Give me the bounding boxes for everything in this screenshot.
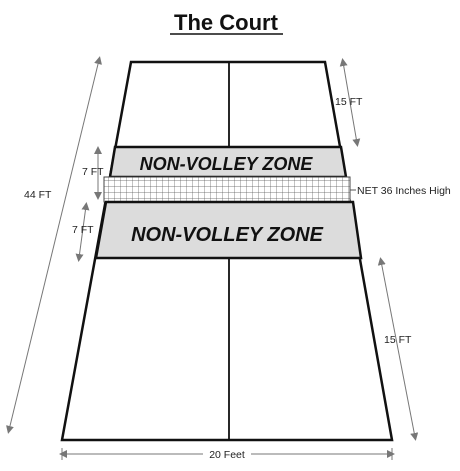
top-baseline-arrow [339,58,361,147]
net-label: NET 36 Inches High [357,185,451,197]
top-kitchen-depth-label: 7 FT [82,166,104,178]
bottom-kitchen-depth-label: 7 FT [72,224,94,236]
bottom-baseline-depth-label: 15 FT [384,334,412,346]
net [103,176,351,203]
top-baseline-depth-label: 15 FT [335,96,363,108]
total-length-label: 44 FT [24,189,52,201]
width-label: 20 Feet [209,449,245,461]
bottom-baseline-arrow [377,257,419,441]
non-volley-zone-top-label: NON-VOLLEY ZONE [140,154,314,174]
non-volley-zone-bottom-label: NON-VOLLEY ZONE [131,224,324,246]
total-length-arrow [6,56,102,434]
page-title: The Court [174,10,279,35]
width-label-backdrop [203,447,251,461]
